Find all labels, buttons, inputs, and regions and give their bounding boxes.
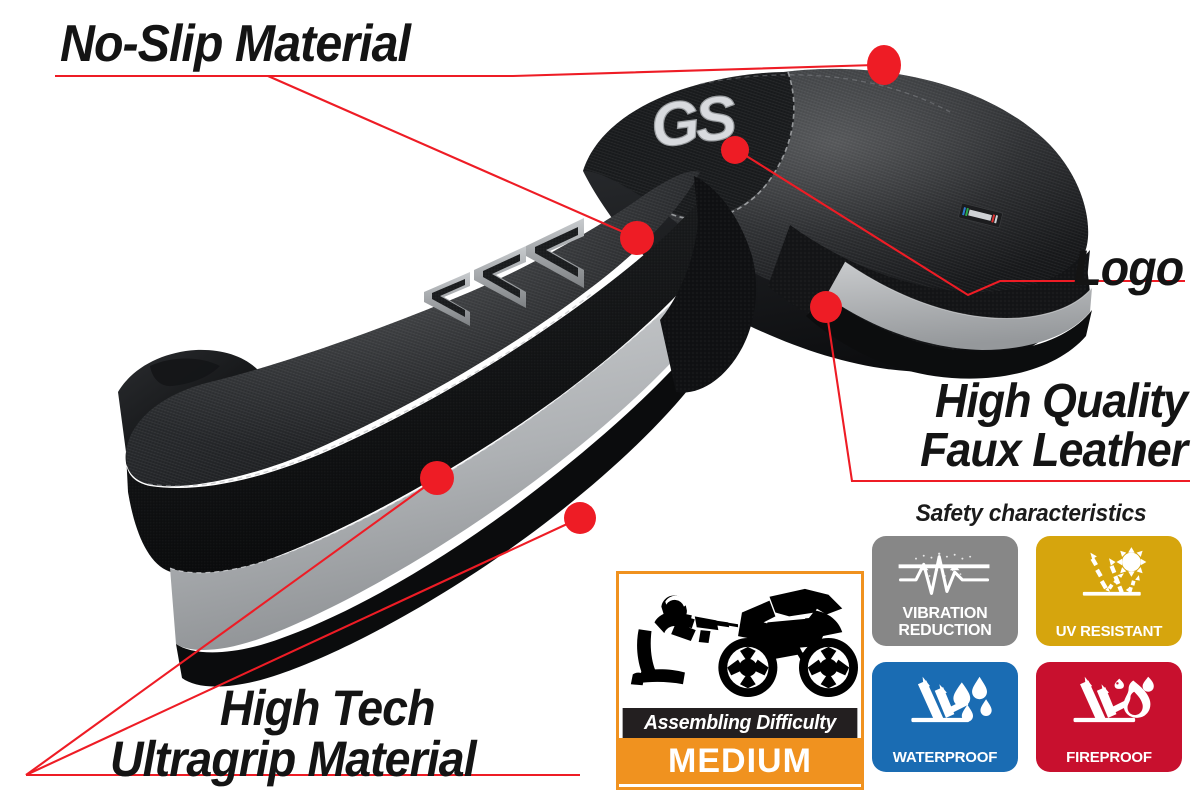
safety-badge-grid: VIBRATION REDUCTION: [872, 536, 1188, 772]
waveform-icon: [872, 540, 1018, 612]
grip-chevrons: [424, 218, 584, 326]
dot-no-slip-grip: [620, 221, 654, 255]
dot-ultragrip-lower: [564, 502, 596, 534]
dot-faux-leather: [810, 291, 842, 323]
safety-badge-label: WATERPROOF: [892, 749, 998, 767]
dot-logo: [721, 136, 749, 164]
assembling-difficulty-caption: Assembling Difficulty: [622, 708, 858, 738]
callout-faux-leather: High Quality Faux Leather: [919, 375, 1188, 477]
callout-faux-leather-line2: Faux Leather: [919, 423, 1188, 477]
rear-seat-section: GS: [583, 68, 1093, 379]
water-droplets-icon: [872, 666, 1018, 738]
assembling-difficulty-badge: Assembling Difficulty MEDIUM: [616, 571, 864, 790]
safety-badge-uv-resistant: UV RESISTANT: [1036, 536, 1182, 646]
dot-no-slip-rear: [867, 45, 901, 85]
callout-ultragrip: High Tech Ultragrip Material: [110, 680, 477, 787]
svg-text:GS: GS: [647, 83, 740, 162]
safety-characteristics-title: Safety characteristics: [915, 500, 1147, 527]
callout-logo: Logo: [1073, 240, 1184, 296]
safety-characteristics-panel: Safety characteristics: [872, 500, 1188, 772]
safety-badge-waterproof: WATERPROOF: [872, 662, 1018, 772]
safety-badge-label: VIBRATION REDUCTION: [898, 605, 992, 640]
brand-tag: [958, 202, 1003, 228]
callout-faux-leather-line1: High Quality: [934, 375, 1188, 428]
safety-badge-vibration-reduction: VIBRATION REDUCTION: [872, 536, 1018, 646]
dot-ultragrip-side: [420, 461, 454, 495]
sun-rays-icon: [1036, 540, 1182, 612]
assembling-difficulty-level: MEDIUM: [619, 738, 861, 784]
callout-ultragrip-line2: Ultragrip Material: [110, 731, 477, 787]
callout-ultragrip-line1: High Tech: [219, 680, 436, 736]
gs-logo-embroidery: GS: [647, 82, 741, 162]
flame-icon: [1036, 666, 1182, 738]
callout-dots: [420, 45, 901, 534]
mechanic-motorcycle-icon: [619, 574, 861, 708]
safety-badge-label: UV RESISTANT: [1055, 623, 1163, 641]
safety-badge-fireproof: FIREPROOF: [1036, 662, 1182, 772]
safety-badge-label: FIREPROOF: [1066, 749, 1152, 767]
callout-no-slip-material: No-Slip Material: [60, 15, 411, 73]
